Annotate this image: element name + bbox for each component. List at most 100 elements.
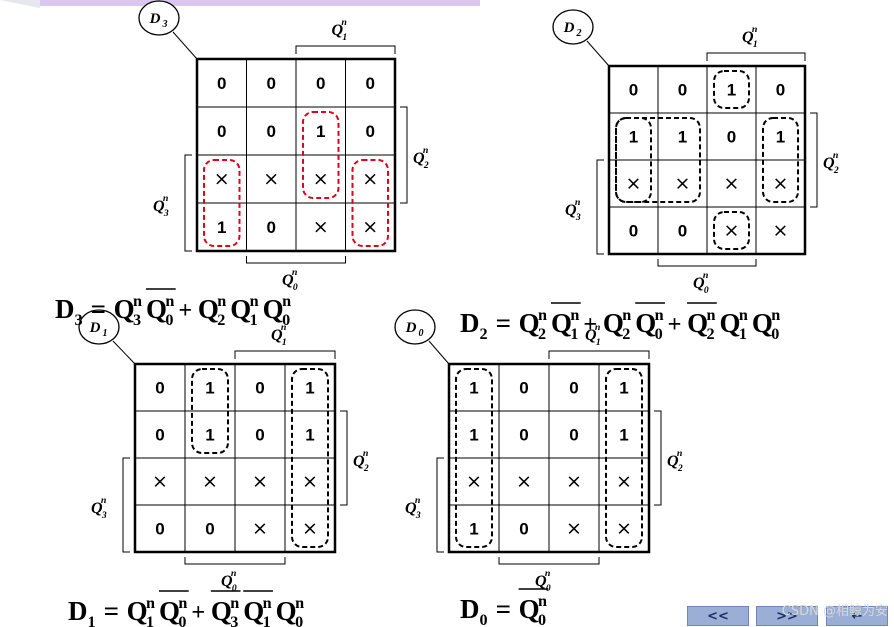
kmap-group-loop <box>455 368 493 548</box>
equation-sup: n <box>707 306 716 324</box>
equation-lhs-sub: 1 <box>87 613 95 627</box>
kmap-label: D <box>149 11 161 27</box>
kmap-cell: 1 <box>469 426 478 445</box>
kmap-cell: × <box>252 518 268 540</box>
kmap-cell: × <box>362 168 378 190</box>
kmap-cell: 0 <box>569 426 578 445</box>
equation-var: Q <box>114 294 135 324</box>
kmap-var-q1-base: Q <box>271 327 283 344</box>
equation-sup: n <box>230 594 239 612</box>
kmap-bracket-q2 <box>340 410 348 506</box>
kmap-var-q1-base: Q <box>585 327 597 344</box>
kmap-var-q0-base: Q <box>535 573 547 590</box>
kmap-var-q0-base: Q <box>693 275 705 292</box>
kmap-var-q0: Qn0 <box>282 267 298 293</box>
kmap-cell: 1 <box>629 128 638 147</box>
equation-sup: n <box>739 306 748 324</box>
kmap-cell: 0 <box>776 81 785 100</box>
equation-plus: + <box>668 311 682 338</box>
equation-equals: = <box>91 294 106 324</box>
kmap-label-circle <box>78 309 120 345</box>
equation-var: Q <box>230 294 251 324</box>
kmap-label: D <box>563 20 575 36</box>
equation-sub: 0 <box>178 613 186 627</box>
kmap-var-q1-base: Q <box>742 29 754 46</box>
equation-lhs: D <box>460 594 480 624</box>
kmap-bracket-q3 <box>184 154 192 252</box>
kmap-var-q2: Qn2 <box>353 448 369 474</box>
kmap-bracket-q2 <box>400 106 408 204</box>
next-button[interactable]: >> <box>756 606 818 626</box>
kmap-cell: × <box>566 518 582 540</box>
equation-sup: n <box>133 292 142 310</box>
kmap-var-q3-sub: 3 <box>575 212 581 223</box>
kmap-cell: × <box>724 173 740 195</box>
kmap-cell: 0 <box>267 74 276 93</box>
equation-sup: n <box>263 594 272 612</box>
kmap-var-q1-sub: 1 <box>596 337 601 348</box>
kmap-bracket-q3 <box>436 457 444 553</box>
kmap-group-loop <box>291 368 329 548</box>
kmap-var-q3-sup: n <box>575 197 581 208</box>
kmap-group-loop <box>191 368 229 454</box>
back-button[interactable]: ← <box>826 606 888 626</box>
kmap-var-q0-sub: 0 <box>546 583 551 594</box>
kmap-var-q1: Qn1 <box>332 17 348 43</box>
kmap-cell: 0 <box>255 426 264 445</box>
kmap-cell: × <box>263 168 279 190</box>
kmap-var-q3-sub: 3 <box>101 510 107 521</box>
prev-button[interactable]: << <box>687 606 749 626</box>
kmap-var-q3: Qn3 <box>565 197 581 223</box>
kmap-bracket-q1 <box>234 350 336 359</box>
kmap-var-q2-sup: n <box>423 145 429 156</box>
kmap-var-q2: Qn2 <box>823 150 839 176</box>
kmap-var-q1-sup: n <box>595 322 601 333</box>
kmap-var-q2-sup: n <box>677 448 683 459</box>
kmap-cell: 0 <box>629 222 638 241</box>
kmap-cell: × <box>675 173 691 195</box>
kmap-var-q3: Qn3 <box>153 193 169 219</box>
kmap-leader-line <box>428 340 450 365</box>
equation-sup: n <box>655 306 664 324</box>
kmap-var-q3-base: Q <box>91 500 103 517</box>
kmap-cell: × <box>466 471 482 493</box>
kmap-group-loop <box>615 117 701 203</box>
kmap-cell: 0 <box>678 81 687 100</box>
kmap-cell: 0 <box>205 520 214 539</box>
kmap-cell: 0 <box>569 379 578 398</box>
kmap-var-q0-sub: 0 <box>704 285 709 296</box>
kmap-cell: 0 <box>519 379 528 398</box>
equation-sub: 0 <box>282 311 290 329</box>
kmap-label-sub: 1 <box>103 328 108 339</box>
kmap-var-q0-sup: n <box>292 267 298 278</box>
equation-sub: 0 <box>165 311 173 329</box>
kmap-label: D <box>89 320 101 336</box>
kmap-cell: × <box>616 471 632 493</box>
equation-lhs: D <box>55 294 75 324</box>
equation-sup: n <box>146 594 155 612</box>
equation-sub: 2 <box>217 311 225 329</box>
kmap-cell: 1 <box>727 81 736 100</box>
kmap-var-q3-sup: n <box>163 193 169 204</box>
kmap-cell: × <box>724 220 740 242</box>
equation-var: Q <box>146 294 167 324</box>
equation-sub: 0 <box>295 613 303 627</box>
kmap-var-q0-sup: n <box>231 568 237 579</box>
kmap-cell: 0 <box>727 128 736 147</box>
equation-sup: n <box>282 292 291 310</box>
kmap-cell: 1 <box>305 426 314 445</box>
kmap-var-q0: Qn0 <box>535 568 551 594</box>
kmap-cell: 0 <box>366 74 375 93</box>
kmap-var-q3-sup: n <box>101 495 107 506</box>
kmap-cell: 0 <box>217 122 226 141</box>
kmap-cell: × <box>773 173 789 195</box>
kmap-cell: 1 <box>776 128 785 147</box>
kmap-cell: × <box>152 471 168 493</box>
kmap-var-q0-sup: n <box>703 270 709 281</box>
kmap-var-q1-sub: 1 <box>753 39 758 50</box>
